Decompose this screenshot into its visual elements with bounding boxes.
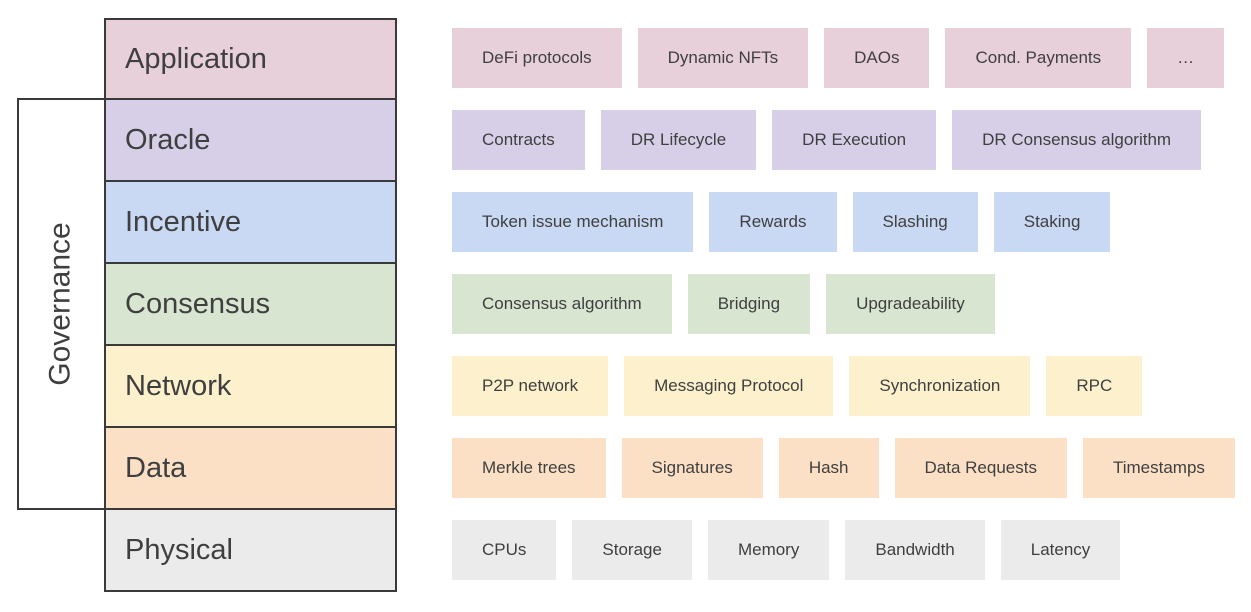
component-box: Token issue mechanism <box>452 192 694 252</box>
component-box: Messaging Protocol <box>624 356 834 416</box>
component-box: DR Lifecycle <box>600 110 757 170</box>
component-box: … <box>1147 28 1225 88</box>
component-box: Latency <box>1000 520 1121 580</box>
component-box: DR Execution <box>772 110 937 170</box>
component-box: Cond. Payments <box>945 28 1132 88</box>
component-box: Consensus algorithm <box>452 274 672 334</box>
governance-label-wrap: Governance <box>17 98 104 510</box>
component-box: Signatures <box>621 438 763 498</box>
component-box: Data Requests <box>894 438 1067 498</box>
component-box: Bandwidth <box>845 520 985 580</box>
component-box: DeFi protocols <box>452 28 622 88</box>
component-box: DR Consensus algorithm <box>952 110 1202 170</box>
component-box: Hash <box>778 438 879 498</box>
layer-label: Incentive <box>125 205 242 238</box>
layer-row-application: Application <box>104 18 397 100</box>
component-box: Memory <box>707 520 830 580</box>
component-box: CPUs <box>452 520 557 580</box>
layer-label: Consensus <box>125 287 271 320</box>
layer-label: Network <box>125 369 232 402</box>
layer-stack: Application Oracle Incentive Consensus N… <box>104 18 397 592</box>
layer-row-consensus: Consensus <box>104 264 397 346</box>
component-box: Contracts <box>452 110 585 170</box>
component-box: Bridging <box>687 274 811 334</box>
component-box: Storage <box>572 520 692 580</box>
layer-label: Application <box>125 42 267 75</box>
component-box: Slashing <box>852 192 978 252</box>
layer-row-incentive: Incentive <box>104 182 397 264</box>
layer-row-data: Data <box>104 428 397 510</box>
component-box: Dynamic NFTs <box>637 28 809 88</box>
component-box: Staking <box>993 192 1111 252</box>
layer-label: Physical <box>125 533 233 566</box>
component-box: Timestamps <box>1082 438 1235 498</box>
layer-row-oracle: Oracle <box>104 100 397 182</box>
layer-label: Oracle <box>125 123 211 156</box>
component-box: DAOs <box>824 28 930 88</box>
component-box: Rewards <box>709 192 837 252</box>
component-box: Upgradeability <box>826 274 995 334</box>
component-box: Merkle trees <box>452 438 606 498</box>
governance-label: Governance <box>43 222 77 386</box>
component-box: P2P network <box>452 356 609 416</box>
component-box: RPC <box>1046 356 1143 416</box>
layer-row-physical: Physical <box>104 510 397 592</box>
component-box: Synchronization <box>849 356 1031 416</box>
layer-row-network: Network <box>104 346 397 428</box>
layer-label: Data <box>125 451 187 484</box>
